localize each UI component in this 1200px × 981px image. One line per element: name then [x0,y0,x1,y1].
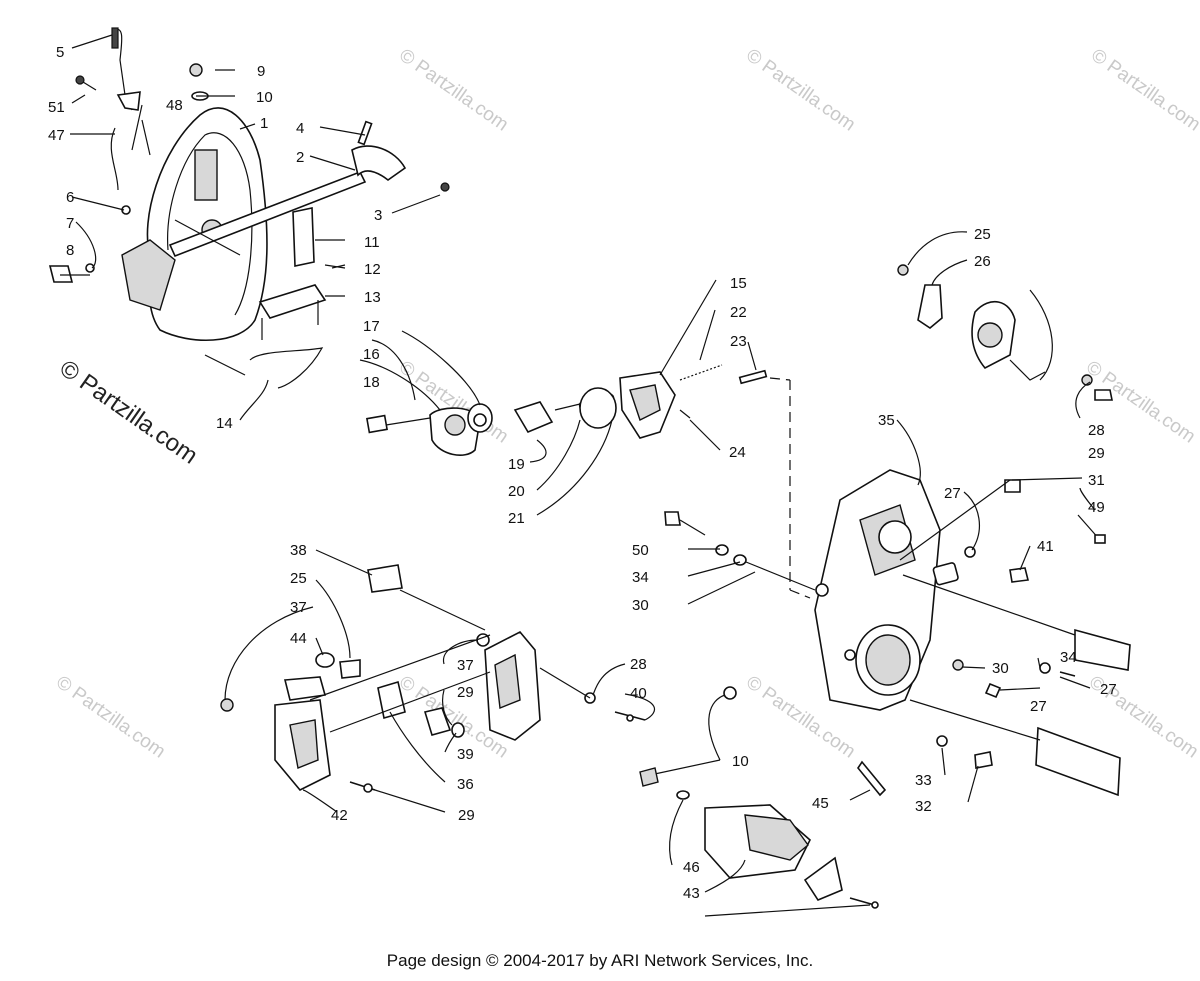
callout-label: 14 [216,415,233,432]
callout-label: 29 [458,807,475,824]
callout-label: 19 [508,456,525,473]
callout-label: 12 [364,261,381,278]
watermark-large: © Partzilla.com [55,355,203,470]
callout-label: 49 [1088,499,1105,516]
callout-label: 34 [1060,649,1077,666]
callout-label: 23 [730,333,747,350]
tensioner-assembly [365,364,811,599]
callout-label: 45 [812,795,829,812]
callout-label: 25 [974,226,991,243]
watermark: © Partzilla.com [742,45,859,136]
leader-lines-center [359,279,757,516]
callout-label: 30 [632,597,649,614]
callout-label: 9 [257,63,265,80]
callout-label: 35 [878,412,895,429]
callout-label: 10 [732,753,749,770]
mount-assembly [220,564,646,793]
callout-label: 47 [48,127,65,144]
callout-label: 13 [364,289,381,306]
callout-label: 40 [630,685,647,702]
callout-label: 6 [66,189,74,206]
callout-label: 24 [729,444,746,461]
callout-label: 2 [296,149,304,166]
watermark: © Partzilla.com [395,45,512,136]
callout-label: 51 [48,99,65,116]
leader-lines-bottom [669,799,871,917]
callout-label: 7 [66,215,74,232]
callout-label: 3 [374,207,382,224]
callout-label: 15 [730,275,747,292]
gearcase-assembly [664,469,1131,797]
callout-label: 48 [166,97,183,114]
callout-label: 11 [364,234,380,251]
callout-label: 41 [1037,538,1054,555]
callout-label: 16 [363,346,380,363]
callout-label: 43 [683,885,700,902]
callout-label: 37 [290,599,307,616]
footer-copyright: Page design © 2004-2017 by ARI Network S… [386,951,814,970]
callout-label: 1 [260,115,268,132]
callout-label: 21 [508,510,525,527]
callout-label: 29 [457,684,474,701]
callout-label: 8 [66,242,74,259]
callout-label: 22 [730,304,747,321]
callout-label: 29 [1088,445,1105,462]
callout-label: 20 [508,483,525,500]
callout-labels: 5 9 51 48 10 47 1 4 2 6 3 7 8 11 12 13 1… [48,44,1117,902]
callout-label: 44 [290,630,307,647]
callout-label: 33 [915,772,932,789]
watermark: © Partzilla.com [1087,45,1200,136]
leader-lines-mount [224,549,655,813]
callout-label: 5 [56,44,64,61]
chaincase-cover-assembly [48,27,450,389]
callout-label: 50 [632,542,649,559]
callout-label: 39 [457,746,474,763]
callout-label: 36 [457,776,474,793]
callout-label: 4 [296,120,304,137]
callout-label: 38 [290,542,307,559]
callout-label: 46 [683,859,700,876]
callout-label: 42 [331,807,348,824]
callout-label: 25 [290,570,307,587]
callout-label: 10 [256,89,273,106]
leader-lines-gearcase [649,419,1096,803]
leader-lines-right-top [907,231,1091,419]
callout-label: 27 [1100,681,1117,698]
bracket-assembly [897,264,1113,401]
callout-label: 27 [1030,698,1047,715]
callout-label: 17 [363,318,380,335]
callout-label: 28 [1088,422,1105,439]
callout-label: 37 [457,657,474,674]
callout-label: 30 [992,660,1009,677]
leader-lines-top-left [70,34,441,421]
callout-label: 31 [1088,472,1105,489]
watermark: © Partzilla.com [52,672,169,763]
callout-label: 32 [915,798,932,815]
bottom-mount-assembly [639,767,879,909]
callout-label: 34 [632,569,649,586]
callout-label: 26 [974,253,991,270]
callout-label: 18 [363,374,380,391]
callout-label: 28 [630,656,647,673]
callout-label: 27 [944,485,961,502]
